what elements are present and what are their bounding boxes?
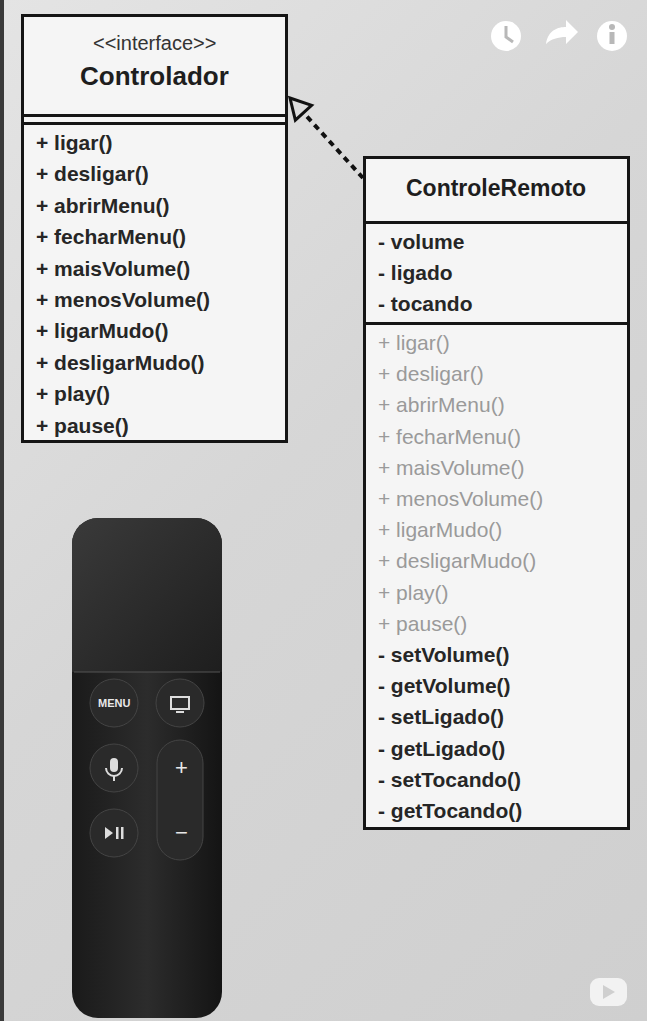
class-member: + fecharMenu()	[36, 224, 186, 249]
compartment-divider	[24, 122, 285, 125]
class-member: + fecharMenu()	[378, 424, 521, 449]
class-member: + menosVolume()	[378, 486, 543, 511]
class-member: + maisVolume()	[378, 455, 524, 480]
class-member: - setTocando()	[378, 767, 521, 792]
class-member: - tocando	[378, 291, 473, 316]
realization-arrow	[290, 98, 363, 178]
class-member: + ligar()	[36, 130, 112, 155]
compartment-divider	[24, 114, 285, 117]
interface-box: <<interface>> Controlador + ligar() + desli…	[21, 14, 288, 443]
dashed-line	[303, 113, 363, 178]
class-name: ControleRemoto	[406, 175, 586, 203]
class-member: - volume	[378, 229, 464, 254]
button-label: MENU	[98, 697, 130, 709]
class-member: - ligado	[378, 260, 453, 285]
class-member: + desligar()	[36, 161, 149, 186]
class-member: - getVolume()	[378, 673, 511, 698]
class-member: + desligarMudo()	[36, 350, 205, 375]
class-member: + ligarMudo()	[378, 517, 502, 542]
stereotype: <<interface>>	[93, 31, 216, 55]
class-member: + pause()	[36, 413, 129, 438]
class-member: + pause()	[378, 611, 467, 636]
class-member: - setLigado()	[378, 704, 504, 729]
compartment-divider	[366, 221, 627, 224]
class-member: + desligarMudo()	[378, 548, 536, 573]
button-label: −	[175, 820, 188, 846]
class-member: - getTocando()	[378, 798, 522, 823]
arrowhead	[290, 98, 312, 120]
class-box: ControleRemoto - volume - ligado - tocando +…	[363, 156, 630, 830]
class-member: + play()	[378, 580, 449, 605]
compartment-divider	[366, 322, 627, 325]
class-member: + abrirMenu()	[36, 193, 170, 218]
class-member: + desligar()	[378, 361, 484, 386]
class-member: + maisVolume()	[36, 256, 190, 281]
class-member: + ligarMudo()	[36, 318, 168, 343]
remote-illustration	[72, 518, 222, 1018]
class-member: - setVolume()	[378, 642, 509, 667]
class-name: Controlador	[80, 61, 229, 92]
class-member: + ligar()	[378, 330, 450, 355]
button-label: +	[175, 755, 188, 781]
class-member: + menosVolume()	[36, 287, 210, 312]
class-member: - getLigado()	[378, 736, 505, 761]
class-member: + play()	[36, 381, 110, 406]
class-member: + abrirMenu()	[378, 392, 505, 417]
left-edge	[0, 0, 4, 1021]
